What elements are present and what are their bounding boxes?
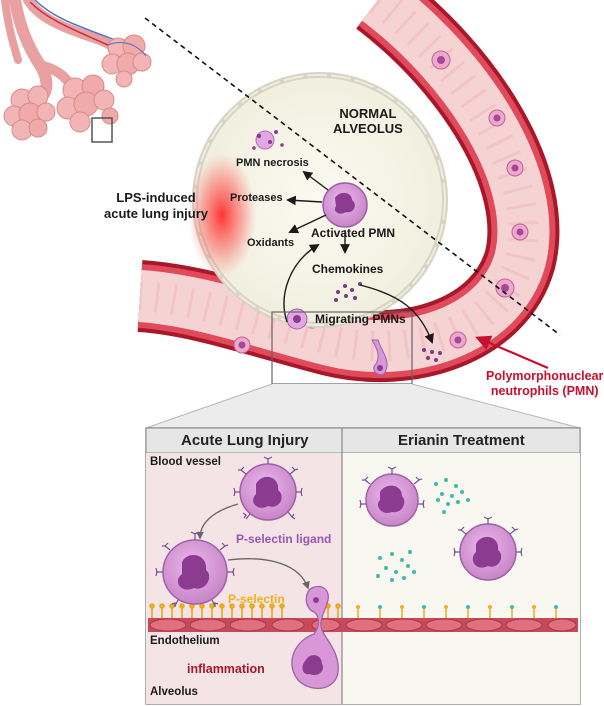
p-selectin-ligand-label: P-selectin ligand xyxy=(236,532,332,546)
activated-pmn-cell xyxy=(322,182,368,228)
pmn-callout-line-2: neutrophils (PMN) xyxy=(490,384,599,398)
arrow-to-oxidants xyxy=(288,214,327,234)
alveolus-label: Alveolus xyxy=(150,686,198,698)
pmn-cell xyxy=(506,159,524,177)
normal-vs-injury-divider xyxy=(144,17,561,336)
normal-alveolus-label: NORMAL ALVEOLUS xyxy=(333,106,403,136)
pmn-callout-label: Polymorphonuclear neutrophils (PMN) xyxy=(486,369,603,399)
migrating-pmns-label: Migrating PMNs xyxy=(315,312,406,326)
pmn-necrosis-label: PMN necrosis xyxy=(236,157,309,169)
proteases-label: Proteases xyxy=(230,192,283,204)
ali-pmn-circulating xyxy=(233,456,303,521)
normal-alveolus-line-2: ALVEOLUS xyxy=(333,121,403,136)
injury-glow xyxy=(188,153,256,277)
pmn-callout-arrow xyxy=(475,335,549,370)
alveolar-sac-cluster-2 xyxy=(56,74,119,143)
ali-pmn-transmigrating xyxy=(291,585,339,690)
arrow-chemokines-to-vessel xyxy=(359,284,434,344)
erianin-pmn-2 xyxy=(453,516,523,581)
pmn-cell xyxy=(495,278,515,298)
arrow-circulating-to-rolling xyxy=(196,503,239,540)
endothelium-layer xyxy=(148,618,578,632)
alveolar-sac-cluster-1 xyxy=(3,85,56,141)
arrow-rolling-to-migrating xyxy=(227,558,310,590)
p-selectin-label: P-selectin xyxy=(228,592,285,606)
pmn-cell xyxy=(449,331,467,349)
arrow-migrating-to-activated xyxy=(283,243,320,323)
chemokine-dots-vessel xyxy=(422,348,442,362)
migrating-pmn-cell xyxy=(286,308,308,330)
normal-alveolus-line-1: NORMAL xyxy=(339,106,397,121)
pathway-arrows xyxy=(283,170,434,344)
pmn-cell xyxy=(431,50,451,70)
lps-injury-label: LPS-induced acute lung injury xyxy=(104,190,208,222)
pmn-necrosis-debris xyxy=(252,130,284,150)
blood-vessel-label: Blood vessel xyxy=(150,456,221,468)
acute-lung-injury-title: Acute Lung Injury xyxy=(181,432,309,449)
pmn-cell xyxy=(511,223,529,241)
panel-header xyxy=(145,427,581,454)
chemokines-label: Chemokines xyxy=(312,262,384,276)
pmn-cell xyxy=(488,109,506,127)
oxidants-label: Oxidants xyxy=(247,237,295,249)
pmn-callout-line-1: Polymorphonuclear xyxy=(486,369,604,383)
shed-ligand-dots xyxy=(376,478,470,582)
ali-pmn-rolling xyxy=(155,531,235,607)
endothelium-label: Endothelium xyxy=(150,635,220,647)
activated-pmn-label: Activated PMN xyxy=(311,226,396,240)
p-selectin-receptors-sparse xyxy=(356,605,558,618)
lps-injury-line-2: acute lung injury xyxy=(104,206,209,221)
erianin-treatment-title: Erianin Treatment xyxy=(398,432,525,449)
erianin-pmn-1 xyxy=(359,466,425,527)
alveolar-sac-cluster-3 xyxy=(101,34,152,88)
zoom-box xyxy=(91,117,113,143)
lps-injury-line-1: LPS-induced xyxy=(116,190,196,205)
arrow-to-necrosis xyxy=(302,170,329,191)
inflammation-label: inflammation xyxy=(187,662,265,676)
arrow-to-proteases xyxy=(286,195,323,206)
extravasating-pmn-cell xyxy=(371,339,388,376)
pmn-cell xyxy=(233,336,251,354)
blood-vessel-top xyxy=(137,0,560,383)
